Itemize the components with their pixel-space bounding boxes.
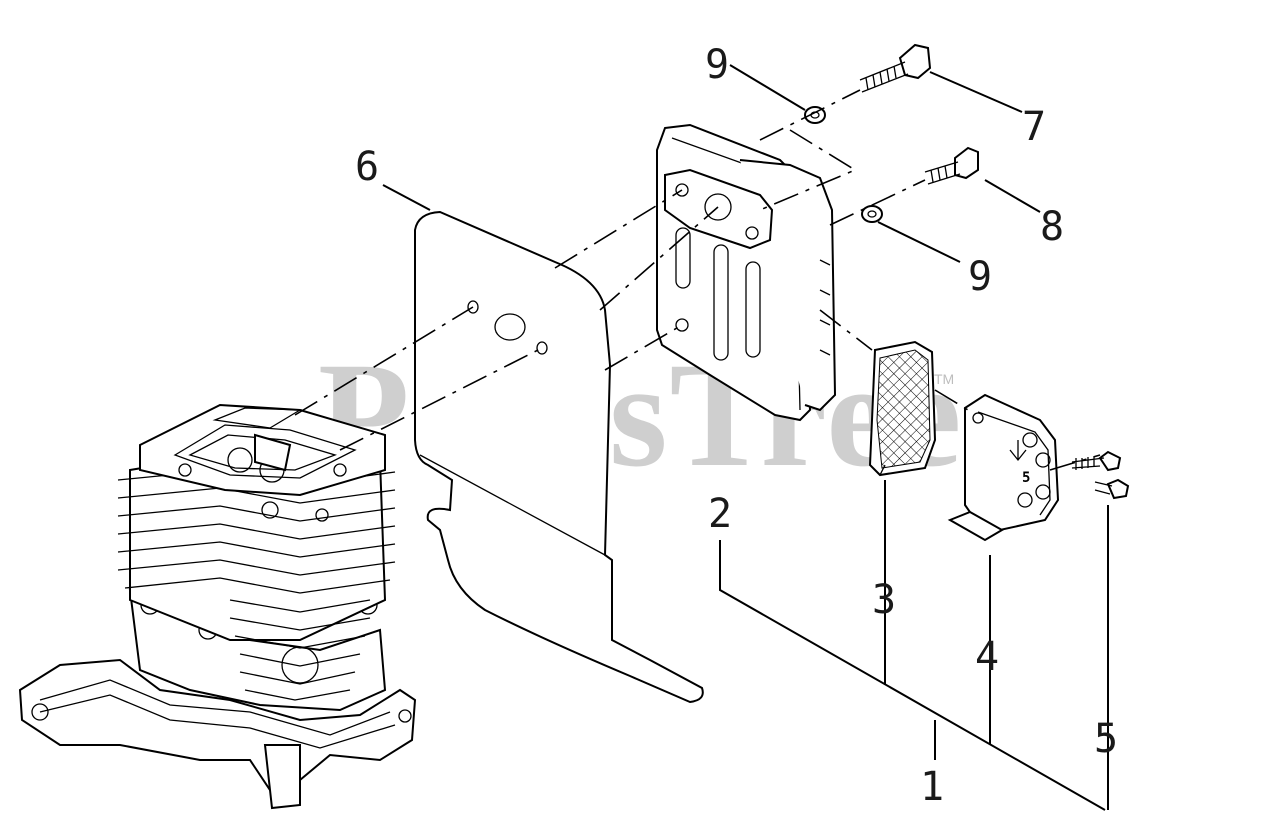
callout-6: 6 (355, 144, 379, 190)
callout-5: 5 (1094, 716, 1118, 762)
muffler-body (656, 123, 837, 422)
callout-7: 7 (1022, 104, 1046, 150)
spark-arrestor-screen (868, 340, 937, 477)
callout-2: 2 (708, 491, 732, 537)
cover-screws (1071, 450, 1130, 500)
muffler-end-cover: 5 (947, 393, 1060, 542)
callout-1: 1 (920, 764, 944, 810)
assembly-centerlines (294, 89, 1101, 471)
callout-9-upper: 9 (705, 42, 729, 88)
washer-upper (804, 106, 826, 124)
engine-cylinder-block (18, 403, 417, 810)
callout-9-lower: 9 (968, 254, 992, 300)
bolt-short (924, 146, 979, 185)
muffler-stamp-text: 5 (1022, 470, 1030, 486)
callout-8: 8 (1040, 204, 1064, 250)
heat-shield-plate (414, 210, 704, 704)
watermark-trademark: TM (934, 371, 954, 387)
callout-4: 4 (975, 634, 999, 680)
bolt-long (859, 43, 932, 93)
washer-lower (861, 205, 883, 223)
callout-labels: 1 2 3 4 5 6 7 8 9 9 (355, 42, 1118, 810)
callout-3: 3 (872, 577, 896, 623)
callout-leader-lines (382, 64, 1109, 811)
